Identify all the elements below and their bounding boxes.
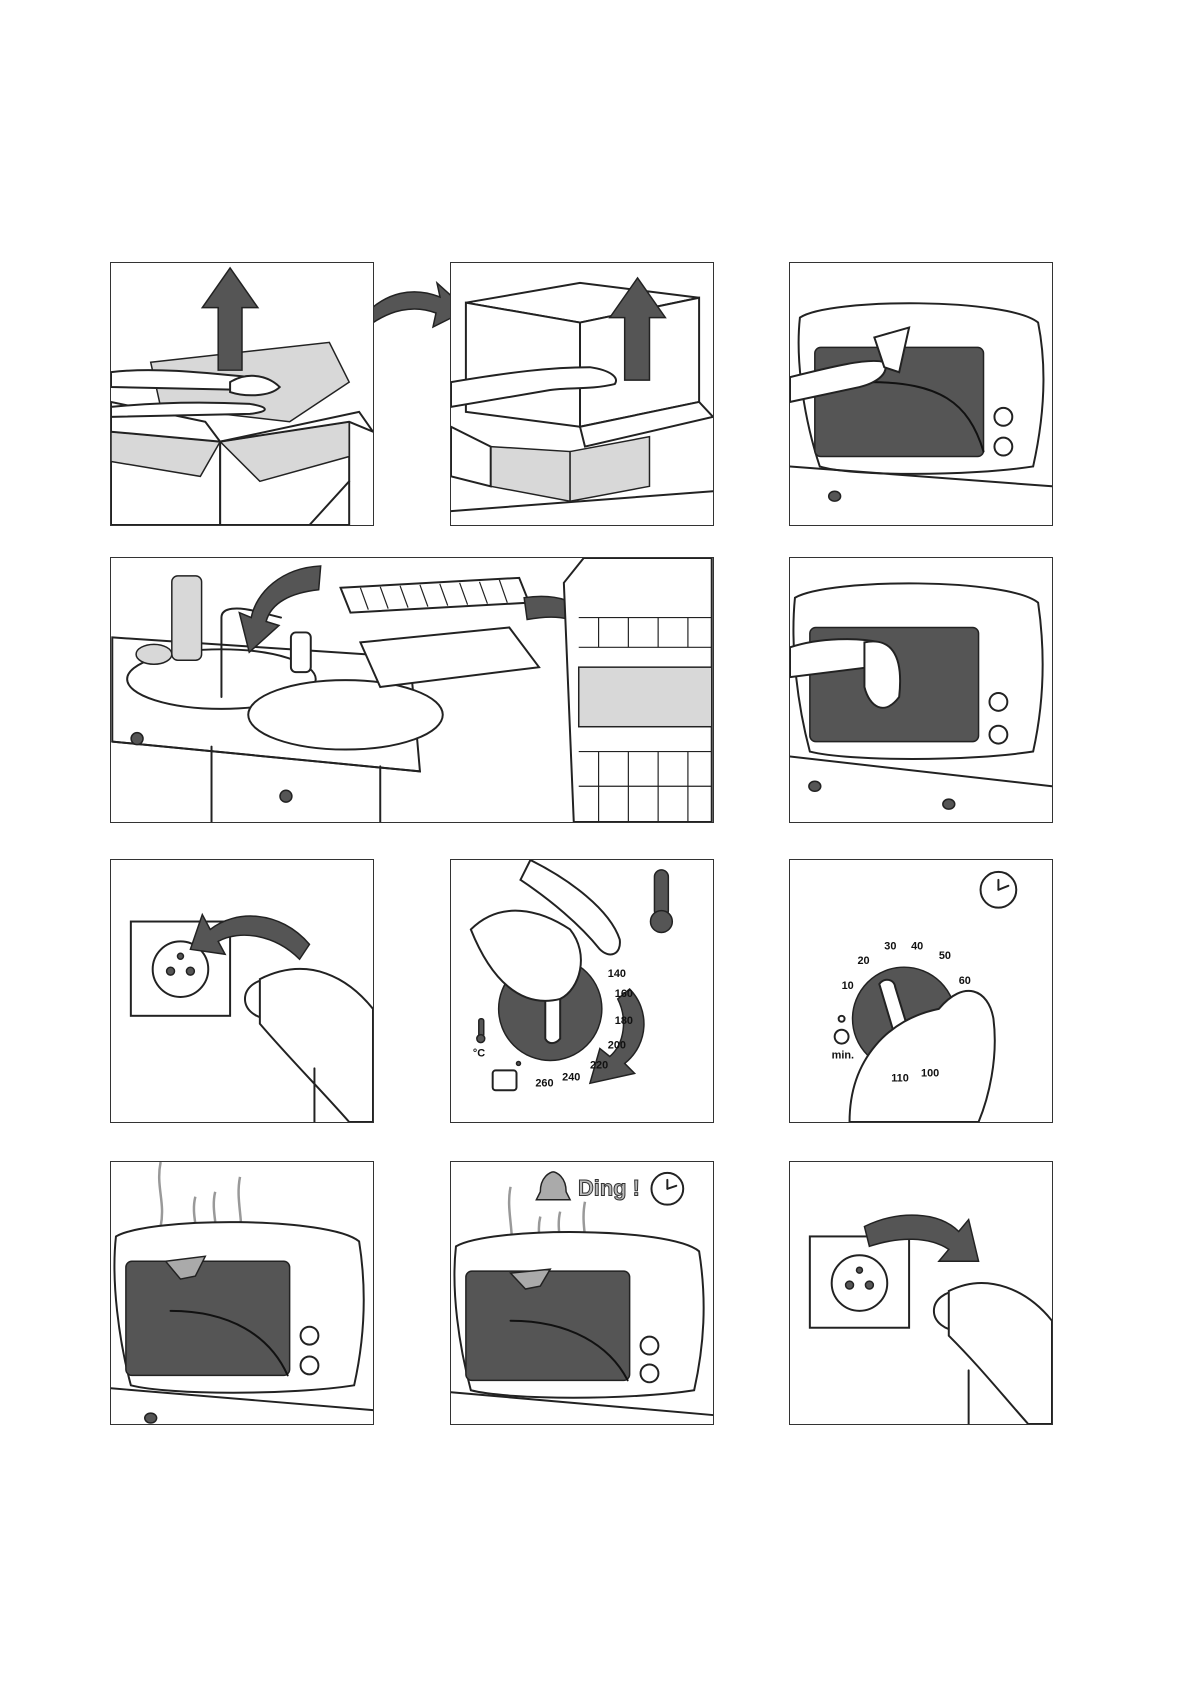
detergent-bottle-icon <box>172 576 202 660</box>
panel-unpack-accessories <box>110 262 374 526</box>
temp-scale-label: 220 <box>590 1059 608 1071</box>
timer-scale-label: 10 <box>842 980 854 992</box>
timer-scale-label: 100 <box>921 1067 939 1079</box>
panel-wipe-interior <box>789 557 1053 823</box>
temp-scale-label: 140 <box>608 968 626 980</box>
timer-scale-label: 110 <box>891 1072 909 1084</box>
timer-scale-label: 40 <box>911 940 923 952</box>
temp-scale-label: 160 <box>615 988 633 1000</box>
baking-tray-icon <box>360 627 539 687</box>
panel-set-timer: 10 20 30 40 50 60 110 100 min. <box>789 859 1053 1123</box>
thermometer-icon <box>650 870 672 933</box>
stay-on-icon <box>835 1030 849 1044</box>
timer-scale-label: 20 <box>857 955 869 967</box>
panel-preheat-oven <box>110 1161 374 1425</box>
timer-scale-label: 30 <box>884 940 896 952</box>
panel-remove-packaging <box>789 262 1053 526</box>
timer-unit-label: min. <box>832 1049 854 1061</box>
clock-icon <box>651 1173 683 1205</box>
panel-unplug <box>789 1161 1053 1425</box>
panel-wash-accessories <box>110 557 714 823</box>
oven-rack-icon <box>341 578 530 613</box>
temp-unit-label: °C <box>473 1048 485 1060</box>
heating-mode-icon <box>493 1070 517 1090</box>
temp-scale-label: 240 <box>562 1071 580 1083</box>
panel-end-of-cooking: Ding ! <box>450 1161 714 1425</box>
temp-scale-label: 180 <box>615 1015 633 1027</box>
panel-lift-box <box>450 262 714 526</box>
temp-scale-label: 260 <box>535 1077 553 1089</box>
alert-sound-text: Ding ! <box>578 1176 640 1201</box>
timer-scale-label: 50 <box>939 950 951 962</box>
panel-plug-in <box>110 859 374 1123</box>
temp-scale-label: 200 <box>608 1040 626 1052</box>
clock-icon <box>981 872 1017 908</box>
timer-scale-label: 60 <box>959 975 971 987</box>
panel-set-temperature: 140 160 180 200 220 240 260 °C <box>450 859 714 1123</box>
bell-icon <box>536 1172 570 1200</box>
